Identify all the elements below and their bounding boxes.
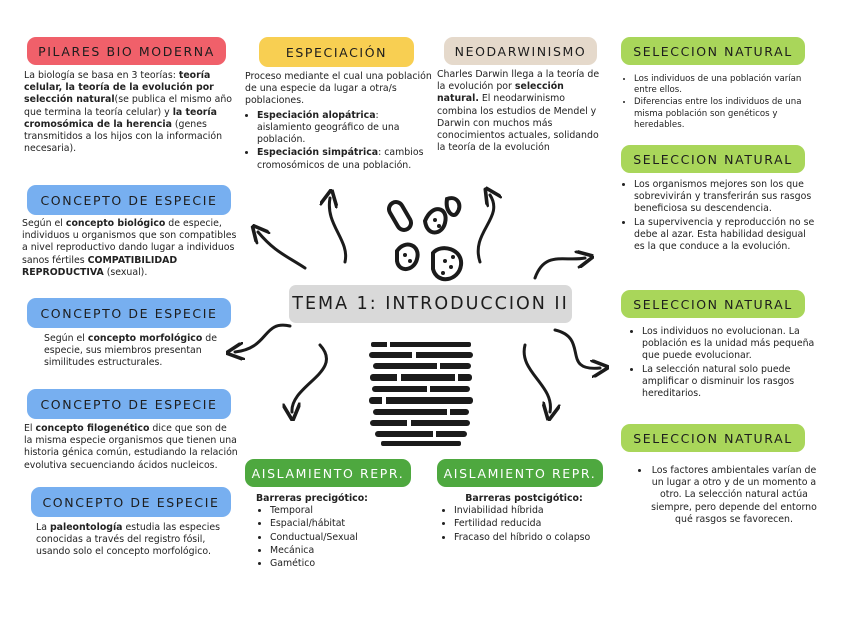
list-item: Los organismos mejores son los que sobre… [634, 179, 816, 216]
aislamiento2-text: Barreras postcigótico: Inviabilidad híbr… [440, 493, 608, 545]
pilares-text: La biología se basa en 3 teorías: teoría… [24, 70, 233, 155]
seleccion1-header: SELECCION NATURAL [621, 37, 805, 65]
list-item: Mecánica [270, 545, 406, 557]
arrow-to-seleccion2 [533, 258, 585, 280]
arrow-to-concepto1 [258, 232, 307, 270]
especiacion-text: Proceso mediante el cual una población d… [245, 71, 433, 173]
main-title: TEMA 1: INTRODUCCION II [289, 285, 572, 323]
animal-silhouettes-icon [369, 342, 473, 446]
bacteria-icon [387, 196, 464, 281]
seleccion2-header: SELECCION NATURAL [621, 145, 805, 173]
concepto1-header: CONCEPTO DE ESPECIE [27, 185, 231, 215]
seleccion2-text: Los organismos mejores son los que sobre… [622, 179, 816, 254]
list-item: Los individuos de una población varían e… [634, 74, 816, 96]
seleccion3-header: SELECCION NATURAL [621, 290, 805, 318]
concepto3-text: El concepto filogenético dice que son de… [24, 423, 238, 471]
concepto2-text: Según el concepto morfológico de especie… [44, 333, 218, 369]
concepto2-header: CONCEPTO DE ESPECIE [27, 298, 231, 328]
seleccion1-text: Los individuos de una población varían e… [622, 74, 816, 132]
aislamiento1-text: Barreras precigótico: Temporal Espacial/… [256, 493, 406, 571]
seleccion4-text: Los factores ambientales varían de un lu… [640, 465, 818, 527]
list-item: Temporal [270, 505, 406, 517]
list-item: Los factores ambientales varían de un lu… [650, 465, 818, 526]
list-item: Gamético [270, 558, 406, 570]
list-item: La supervivencia y reproducción no se de… [634, 217, 816, 254]
list-item: Inviabilidad híbrida [454, 505, 608, 517]
arrow-to-aislamiento1 [292, 343, 328, 412]
arrow-to-seleccion3 [553, 328, 600, 368]
list-item: Los individuos no evolucionan. La poblac… [642, 326, 818, 363]
list-item: Diferencias entre los individuos de una … [634, 97, 816, 131]
list-item: La selección natural solo puede amplific… [642, 364, 818, 401]
especiacion-header: ESPECIACIÓN [259, 37, 414, 67]
arrow-to-especiacion [329, 198, 348, 264]
neodarwinismo-text: Charles Darwin llega a la teoría de la e… [437, 69, 600, 154]
seleccion3-text: Los individuos no evolucionan. La poblac… [630, 326, 818, 401]
neodarwinismo-header: NEODARWINISMO [444, 37, 597, 65]
seleccion4-header: SELECCION NATURAL [621, 424, 805, 452]
aislamiento2-header: AISLAMIENTO REPR. [437, 459, 603, 487]
concepto4-header: CONCEPTO DE ESPECIE [31, 487, 231, 517]
concepto4-text: La paleontología estudia las especies co… [36, 522, 221, 558]
arrow-to-neodarwin [476, 195, 494, 264]
list-item: Fracaso del híbrido o colapso [454, 532, 608, 544]
arrow-to-concepto2 [235, 323, 292, 352]
list-item: Espacial/hábitat [270, 518, 406, 530]
arrow-to-aislamiento2 [522, 343, 550, 412]
concepto3-header: CONCEPTO DE ESPECIE [27, 389, 231, 419]
pilares-header: PILARES BIO MODERNA [27, 37, 226, 65]
list-item: Fertilidad reducida [454, 518, 608, 530]
concepto1-text: Según el concepto biológico de especie, … [22, 218, 237, 278]
list-item: Conductual/Sexual [270, 532, 406, 544]
aislamiento1-header: AISLAMIENTO REPR. [245, 459, 411, 487]
